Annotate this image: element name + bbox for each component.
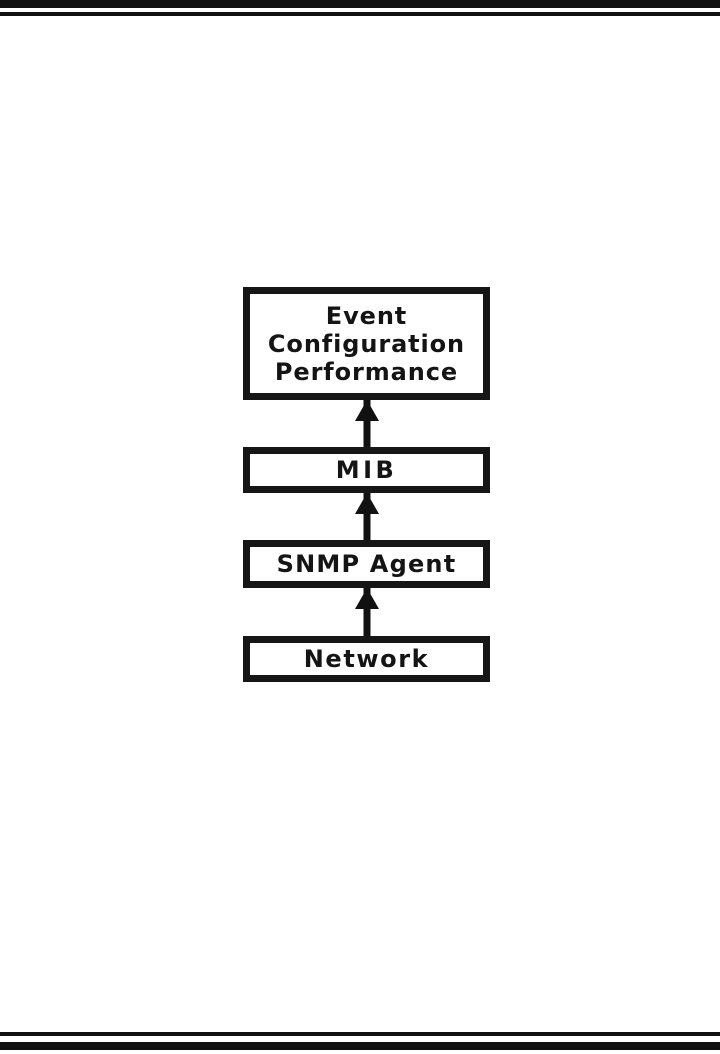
header-rule-thick: [0, 0, 720, 8]
node-mib: MIB: [243, 447, 490, 493]
node-snmp-agent-label: SNMP Agent: [276, 550, 457, 578]
node-snmp-agent: SNMP Agent: [243, 540, 490, 588]
arrow-stem: [363, 588, 370, 636]
node-network-label: Network: [303, 645, 430, 673]
node-mib-label: MIB: [335, 456, 398, 484]
arrow-head: [354, 493, 379, 514]
arrow-up-icon: [354, 493, 379, 540]
header-rule-thin: [0, 12, 720, 16]
connector-mib-to-applications: [243, 400, 490, 447]
arrow-stem: [363, 493, 370, 540]
arrow-up-icon: [354, 588, 379, 636]
footer-rule-thin: [0, 1032, 720, 1036]
arrow-head: [354, 588, 379, 609]
connector-agent-to-mib: [243, 493, 490, 540]
arrow-head: [354, 400, 379, 421]
snmp-layer-diagram: Event Configuration Performance MIB SNMP…: [243, 287, 490, 682]
node-applications: Event Configuration Performance: [243, 287, 490, 400]
arrow-up-icon: [354, 400, 379, 447]
node-network: Network: [243, 636, 490, 682]
arrow-stem: [363, 400, 370, 447]
connector-network-to-agent: [243, 588, 490, 636]
footer-rule-thick: [0, 1042, 720, 1050]
node-applications-label: Event Configuration Performance: [267, 301, 466, 386]
